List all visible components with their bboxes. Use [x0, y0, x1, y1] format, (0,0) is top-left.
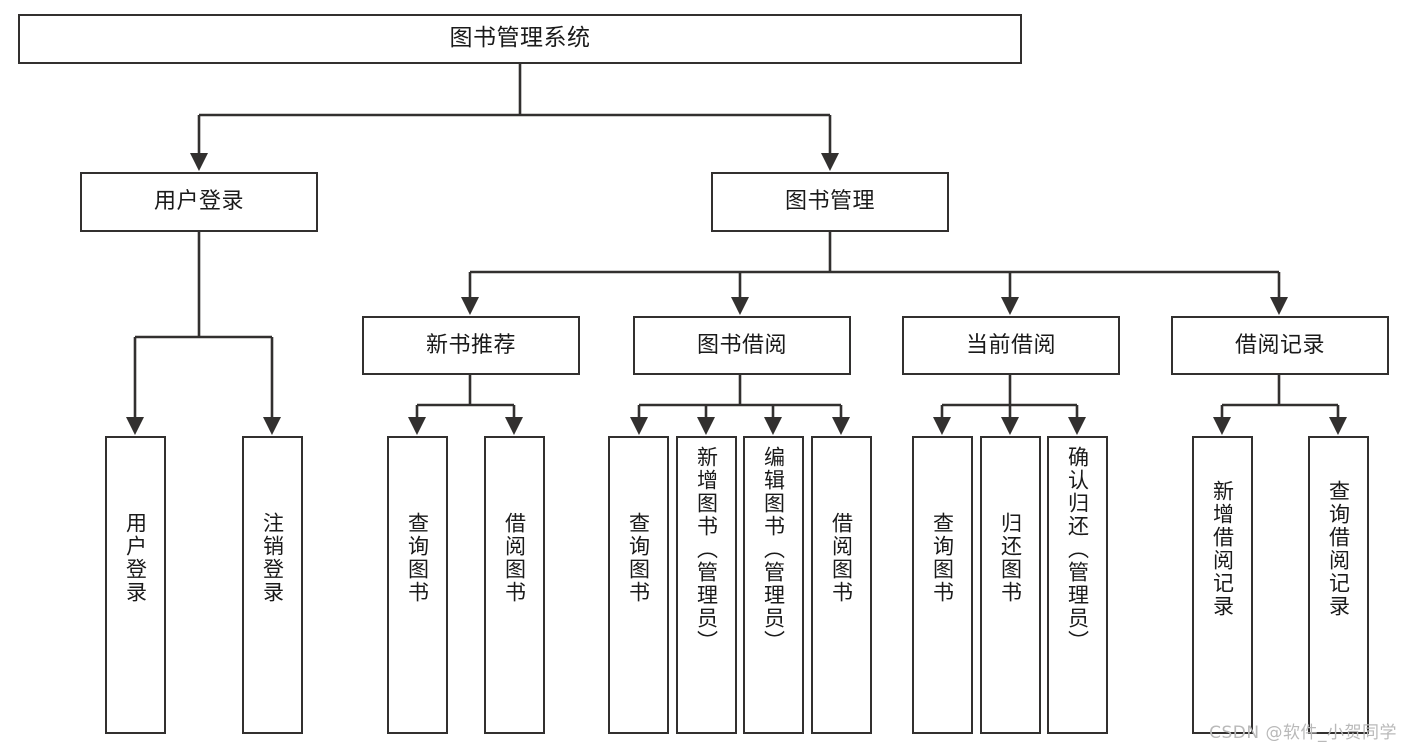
- leaf-query-borrow-record[interactable]: 查询借阅记录: [1308, 436, 1369, 734]
- leaf-add-borrow-record[interactable]: 新增借阅记录: [1192, 436, 1253, 734]
- node-root-system[interactable]: 图书管理系统: [18, 14, 1022, 64]
- node-label: 当前借阅: [965, 332, 1056, 358]
- node-label: 确认归还（管理员）: [1065, 446, 1090, 653]
- node-label: 查询图书: [626, 512, 651, 604]
- node-borrow-records[interactable]: 借阅记录: [1171, 316, 1389, 375]
- node-label: 查询图书: [405, 512, 430, 604]
- node-label: 用户登录: [153, 189, 244, 215]
- leaf-user-login[interactable]: 用户登录: [105, 436, 166, 734]
- node-label: 借阅记录: [1234, 332, 1325, 358]
- node-label: 图书借阅: [696, 332, 787, 358]
- node-user-login[interactable]: 用户登录: [80, 172, 318, 232]
- leaf-edit-book-admin[interactable]: 编辑图书（管理员）: [743, 436, 804, 734]
- node-label: 归还图书: [998, 512, 1023, 604]
- leaf-borrow-book[interactable]: 借阅图书: [811, 436, 872, 734]
- node-label: 图书管理系统: [449, 25, 591, 52]
- leaf-logout[interactable]: 注销登录: [242, 436, 303, 734]
- node-book-management[interactable]: 图书管理: [711, 172, 949, 232]
- node-label: 查询借阅记录: [1326, 480, 1351, 618]
- leaf-add-book-admin[interactable]: 新增图书（管理员）: [676, 436, 737, 734]
- node-label: 借阅图书: [502, 512, 527, 604]
- node-label: 用户登录: [123, 512, 148, 604]
- node-current-borrow[interactable]: 当前借阅: [902, 316, 1120, 375]
- node-book-borrow[interactable]: 图书借阅: [633, 316, 851, 375]
- leaf-query-book-recommend[interactable]: 查询图书: [387, 436, 448, 734]
- node-label: 查询图书: [930, 512, 955, 604]
- leaf-query-book-borrow[interactable]: 查询图书: [608, 436, 669, 734]
- node-label: 编辑图书（管理员）: [761, 446, 786, 653]
- node-label: 新增借阅记录: [1210, 480, 1235, 618]
- node-label: 新书推荐: [425, 332, 516, 358]
- node-new-book-recommend[interactable]: 新书推荐: [362, 316, 580, 375]
- node-label: 新增图书（管理员）: [694, 446, 719, 653]
- leaf-borrow-book-recommend[interactable]: 借阅图书: [484, 436, 545, 734]
- node-label: 图书管理: [784, 189, 875, 215]
- leaf-return-book[interactable]: 归还图书: [980, 436, 1041, 734]
- node-label: 借阅图书: [829, 512, 854, 604]
- leaf-query-book-current[interactable]: 查询图书: [912, 436, 973, 734]
- node-label: 注销登录: [260, 512, 285, 604]
- watermark: CSDN @软件_小贺同学: [1209, 723, 1397, 743]
- leaf-confirm-return-admin[interactable]: 确认归还（管理员）: [1047, 436, 1108, 734]
